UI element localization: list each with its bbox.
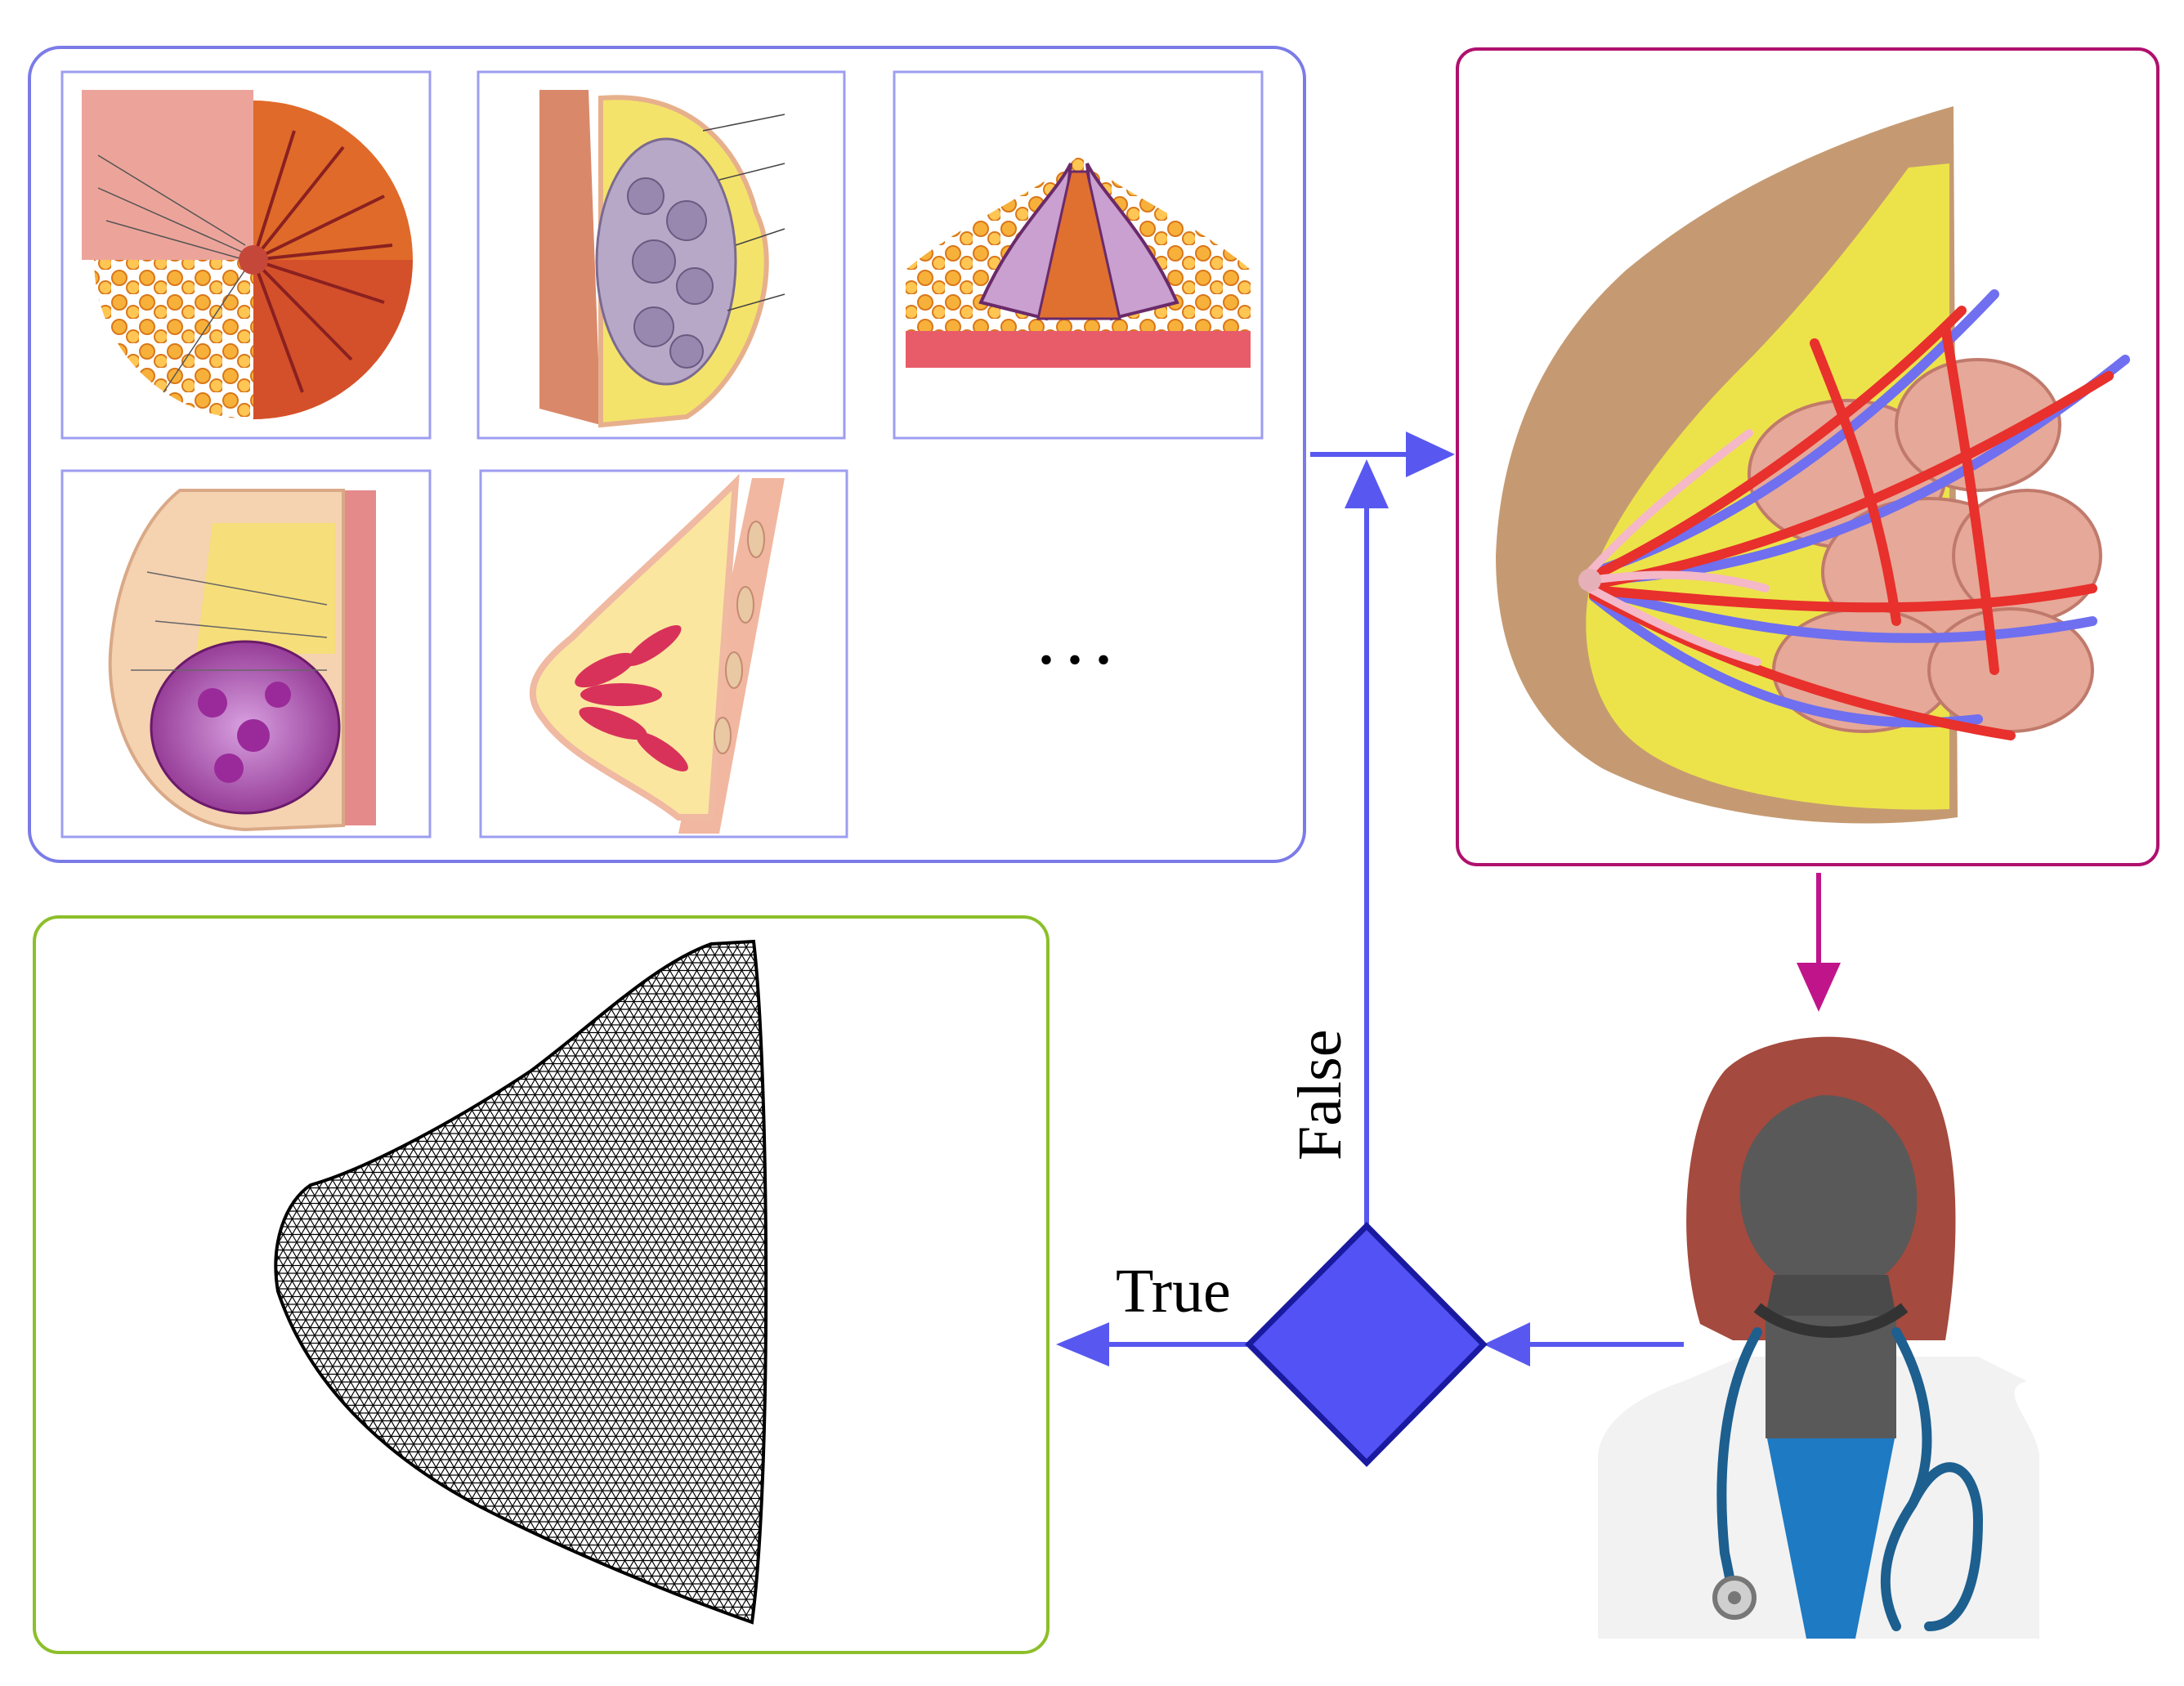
clinician-reviewer <box>1598 1036 2039 1639</box>
references-frame <box>28 46 1306 863</box>
flow-connectors <box>1056 432 1841 1467</box>
milk-ducts <box>1586 429 1770 666</box>
reference-tile-frontal <box>60 70 432 440</box>
face <box>1739 1095 1918 1295</box>
tetrahedral-mesh <box>274 939 768 1625</box>
stethoscope-tube <box>1716 1327 1984 1631</box>
reference-tile-cross-section <box>893 70 1264 440</box>
model-panel <box>1456 47 2159 866</box>
reference-tile-sagittal-lobes <box>477 70 846 440</box>
model-frame <box>1456 47 2159 866</box>
references-panel: . . . <box>28 46 1306 863</box>
more-references-ellipsis: . . . <box>1039 614 1111 677</box>
mesh-frame <box>33 915 1049 1654</box>
torso <box>1766 1316 1896 1438</box>
true-label: True <box>1116 1257 1231 1326</box>
decision-diamond <box>1245 1222 1488 1467</box>
mesh-panel <box>33 915 1049 1654</box>
false-label: False <box>1286 1030 1354 1161</box>
collar <box>1753 1303 1909 1338</box>
nipple <box>1578 569 1601 592</box>
reference-tile-lateral <box>60 469 432 839</box>
scrubs <box>1766 1430 1896 1639</box>
reference-tile-sagittal-gland <box>479 469 848 839</box>
